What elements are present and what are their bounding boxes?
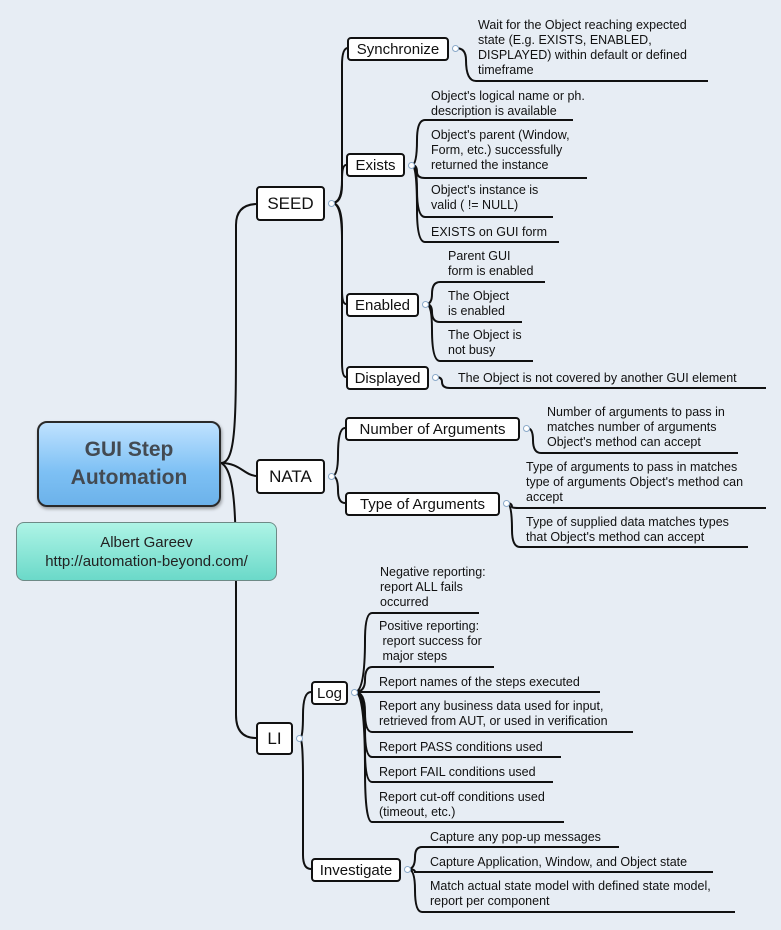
leaf-exists-1: Object's logical name or ph. description… xyxy=(431,89,585,118)
topic-enabled[interactable]: Enabled xyxy=(346,293,419,317)
leaf-displayed-1: The Object is not covered by another GUI… xyxy=(458,371,737,385)
leaf-investigate-2: Capture Application, Window, and Object … xyxy=(430,855,688,869)
collapse-toggle-exists[interactable] xyxy=(408,162,415,169)
branch-nata[interactable]: NATA xyxy=(256,459,325,494)
leaf-investigate-3: Match actual state model with defined st… xyxy=(430,879,711,908)
topic-log[interactable]: Log xyxy=(311,681,348,705)
root-title-line2: Automation xyxy=(70,466,188,489)
collapse-toggle-nata[interactable] xyxy=(328,473,335,480)
leaf-log-3: Report names of the steps executed xyxy=(379,675,580,689)
collapse-toggle-displayed[interactable] xyxy=(432,374,439,381)
leaf-log-2: Positive reporting: report success for m… xyxy=(379,619,482,663)
collapse-toggle-type-of-arguments[interactable] xyxy=(503,500,510,507)
collapse-toggle-log[interactable] xyxy=(351,689,358,696)
branch-li[interactable]: LI xyxy=(256,722,293,755)
branch-seed[interactable]: SEED xyxy=(256,186,325,221)
root-title-line1: GUI Step xyxy=(84,438,174,461)
topic-synchronize[interactable]: Synchronize xyxy=(347,37,449,61)
leaf-log-1: Negative reporting: report ALL fails occ… xyxy=(380,565,486,609)
leaf-number-of-arguments-1: Number of arguments to pass in matches n… xyxy=(547,405,725,449)
collapse-toggle-number-of-arguments[interactable] xyxy=(523,425,530,432)
leaf-enabled-1: Parent GUI form is enabled xyxy=(448,249,534,278)
topic-displayed[interactable]: Displayed xyxy=(346,366,429,390)
leaf-type-of-arguments-2: Type of supplied data matches types that… xyxy=(526,515,729,544)
collapse-toggle-investigate[interactable] xyxy=(404,866,411,873)
leaf-log-6: Report FAIL conditions used xyxy=(379,765,536,779)
leaf-enabled-3: The Object is not busy xyxy=(448,328,522,357)
author-name: Albert Gareev xyxy=(100,533,193,551)
leaf-exists-4: EXISTS on GUI form xyxy=(431,225,548,239)
leaf-log-4: Report any business data used for input,… xyxy=(379,699,608,728)
leaf-log-5: Report PASS conditions used xyxy=(379,740,543,754)
topic-investigate[interactable]: Investigate xyxy=(311,858,401,882)
topic-exists[interactable]: Exists xyxy=(346,153,405,177)
leaf-type-of-arguments-1: Type of arguments to pass in matches typ… xyxy=(526,460,744,504)
collapse-toggle-seed[interactable] xyxy=(328,200,335,207)
leaf-synchronize-1: Wait for the Object reaching expected st… xyxy=(478,18,687,77)
collapse-toggle-synchronize[interactable] xyxy=(452,45,459,52)
leaf-enabled-2: The Object is enabled xyxy=(448,289,510,318)
topic-type-of-arguments[interactable]: Type of Arguments xyxy=(345,492,500,516)
leaf-exists-2: Object's parent (Window, Form, etc.) suc… xyxy=(431,128,570,172)
leaf-investigate-1: Capture any pop-up messages xyxy=(430,830,601,844)
author-url: http://automation-beyond.com/ xyxy=(45,552,248,570)
author-box[interactable]: Albert Gareev http://automation-beyond.c… xyxy=(16,522,277,581)
root-topic[interactable]: GUI Step Automation xyxy=(37,421,221,507)
leaf-log-7: Report cut-off conditions used (timeout,… xyxy=(379,790,545,819)
leaf-exists-3: Object's instance is valid ( != NULL) xyxy=(431,183,539,212)
collapse-toggle-enabled[interactable] xyxy=(422,301,429,308)
topic-number-of-arguments[interactable]: Number of Arguments xyxy=(345,417,520,441)
collapse-toggle-li[interactable] xyxy=(296,735,303,742)
